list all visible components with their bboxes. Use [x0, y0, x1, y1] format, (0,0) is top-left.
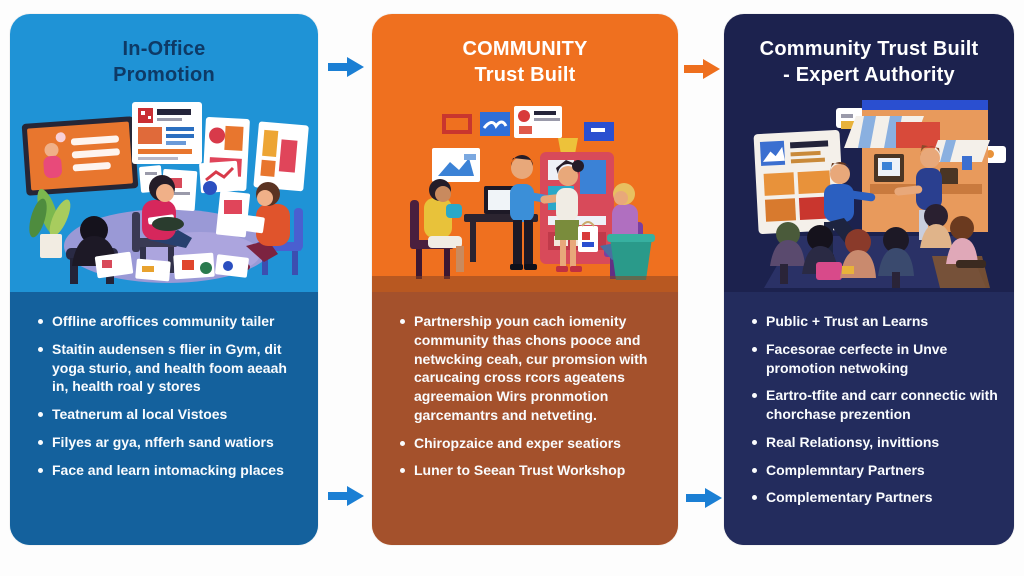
bullet-dot	[38, 439, 43, 445]
office-scene	[21, 102, 309, 284]
panel-title-line: In-Office	[122, 38, 206, 60]
office-illustration	[10, 96, 318, 292]
bullet-item: Teatnerum al local Vistoes	[38, 405, 306, 424]
bullet-dot	[38, 412, 43, 417]
bullet-dot	[38, 319, 43, 324]
bullet-item: Complementary Partners	[752, 488, 1002, 507]
bullet-text: Facesorae cerfecte in Unve promotion net…	[766, 340, 948, 376]
presentation-screen	[753, 130, 845, 234]
bullet-list: Offline aroffices community tailer Stait…	[10, 292, 318, 545]
panel-in-office-promotion: In-Office Promotion	[10, 14, 318, 545]
bullet-text: Luner to Seean Trust Workshop	[414, 462, 626, 479]
bullet-text: Staitin audensen s flier in Gym, dit yog…	[52, 340, 287, 395]
bullet-text: Public + Trust an Learns	[766, 313, 929, 329]
person-right	[236, 182, 303, 275]
panel-title-line: Trust Built	[474, 64, 576, 86]
bullet-dot	[400, 319, 405, 324]
flow-arrow-top-right-icon	[684, 57, 720, 81]
bullet-item: Eartro-tfite and carr connectic with cho…	[752, 386, 1002, 424]
panel-title: In-Office Promotion	[10, 14, 318, 88]
bullet-dot	[752, 319, 757, 324]
wall-screen	[21, 116, 139, 196]
wall-decor	[432, 106, 614, 182]
bullet-dot	[752, 393, 757, 399]
plant	[29, 189, 71, 258]
panel-title-line: Promotion	[113, 64, 215, 86]
audience	[770, 204, 986, 288]
panel-expert-authority: Community Trust Built - Expert Authority	[724, 14, 1014, 545]
bullet-list: Public + Trust an Learns Facesorae cerfe…	[724, 292, 1014, 545]
storefront-booth	[844, 100, 990, 232]
bullet-text: Offline aroffices community tailer	[52, 313, 275, 329]
bullet-dot	[38, 467, 43, 473]
person-seated-left	[410, 179, 464, 279]
bullet-text: Eartro-tfite and carr connectic with cho…	[766, 387, 998, 422]
bullet-item: Chiropzaice and exper seatiors	[400, 434, 666, 453]
floor-papers	[94, 217, 249, 282]
bullet-item: Facesorae cerfecte in Unve promotion net…	[752, 340, 1002, 378]
bullet-dot	[400, 440, 405, 446]
bullet-list: Partnership youn cach iomenity community…	[372, 292, 678, 545]
flow-arrow-top-left-icon	[328, 55, 364, 79]
bullet-dot	[752, 439, 757, 445]
community-scene	[372, 106, 678, 292]
bullet-text: Complemntary Partners	[766, 461, 925, 478]
bullet-dot	[38, 346, 43, 352]
bullet-item: Offline aroffices community tailer	[38, 312, 306, 331]
bullet-item: Face and learn intomacking places	[38, 461, 306, 480]
flow-arrow-bottom-left-icon	[328, 484, 364, 508]
floating-papers	[139, 160, 251, 238]
bullet-text: Real Relationsy, invittions	[766, 433, 940, 450]
panel-title-line: - Expert Authority	[783, 64, 955, 86]
bullet-item: Luner to Seean Trust Workshop	[400, 461, 666, 480]
panel-title-line: COMMUNITY	[462, 38, 588, 60]
bullet-item: Complemntary Partners	[752, 461, 1002, 480]
bullet-dot	[752, 346, 757, 352]
flow-arrow-bottom-right-icon	[686, 486, 722, 510]
bullet-dot	[400, 468, 405, 474]
workshop-illustration	[724, 96, 1014, 292]
bucket	[607, 234, 655, 280]
bullet-text: Teatnerum al local Vistoes	[52, 406, 228, 422]
bullet-text: Face and learn intomacking places	[52, 461, 284, 478]
bullet-text: Partnership youn cach iomenity community…	[414, 313, 648, 423]
wall-poster-center	[132, 102, 202, 164]
bullet-text: Filyes ar gya, nfferh sand watiors	[52, 433, 274, 450]
bullet-text: Complementary Partners	[766, 489, 933, 506]
bullet-text: Chiropzaice and exper seatiors	[414, 434, 621, 451]
community-illustration	[372, 96, 678, 292]
bullet-item: Filyes ar gya, nfferh sand watiors	[38, 433, 306, 452]
bullet-item: Public + Trust an Learns	[752, 312, 1002, 331]
bullet-dot	[752, 467, 757, 473]
wall-board-b	[253, 121, 309, 192]
bullet-item: Partnership youn cach iomenity community…	[400, 312, 666, 425]
bullet-dot	[752, 495, 757, 501]
panel-title: Community Trust Built - Expert Authority	[724, 14, 1014, 88]
person-woman-visitor	[540, 160, 598, 272]
bullet-item: Real Relationsy, invittions	[752, 433, 1002, 452]
panel-community-trust-built: COMMUNITY Trust Built	[372, 14, 678, 545]
panel-title: COMMUNITY Trust Built	[372, 14, 678, 88]
bullet-item: Staitin audensen s flier in Gym, dit yog…	[38, 340, 306, 396]
panel-title-line: Community Trust Built	[759, 38, 979, 60]
workshop-scene	[753, 100, 1006, 288]
